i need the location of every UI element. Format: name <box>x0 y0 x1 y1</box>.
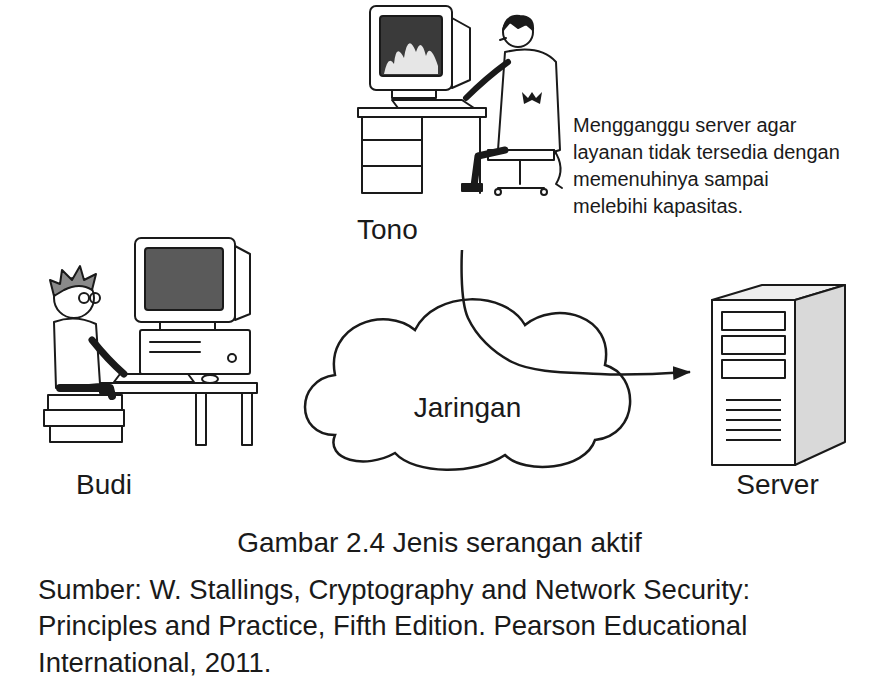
callout-note: Mengganggu server agar layanan tidak ter… <box>573 112 848 220</box>
shoe <box>462 184 482 191</box>
drive-slot <box>150 351 200 353</box>
desk-pedestal <box>362 117 422 193</box>
drive-bay <box>722 312 785 330</box>
computer-case <box>140 330 250 374</box>
screen-flames <box>384 43 438 74</box>
monitor-screen <box>145 248 223 310</box>
vent-line <box>726 419 781 421</box>
arm <box>92 340 124 374</box>
cloud-outline <box>295 285 640 475</box>
server-front <box>712 300 795 465</box>
monitor-side <box>235 246 250 320</box>
glasses <box>79 293 89 303</box>
monitor-case <box>135 238 235 322</box>
attacker-figure: Tono <box>355 0 565 250</box>
drawer-line <box>362 165 422 167</box>
monitor-screen <box>380 16 442 76</box>
bat-emblem <box>522 92 542 104</box>
figure-label: Tono <box>357 213 418 247</box>
vent-line <box>726 439 781 441</box>
monitor-side <box>452 18 470 88</box>
leg <box>60 388 112 396</box>
nose <box>500 38 506 40</box>
user-figure: Budi <box>20 235 255 505</box>
server-illustration <box>712 285 845 465</box>
desk-leg <box>242 393 252 445</box>
source-citation: Sumber: W. Stallings, Cryptography and N… <box>38 572 870 681</box>
leg <box>474 150 505 186</box>
figure-label: Server <box>736 468 818 502</box>
monitor-stand <box>160 322 215 330</box>
network-cloud: Jaringan <box>295 285 640 475</box>
attacker-illustration <box>358 6 562 195</box>
desk-top <box>358 108 486 117</box>
chair-caster <box>541 189 547 195</box>
figure-label: Budi <box>76 468 132 502</box>
desk-top <box>100 383 257 393</box>
mouse <box>202 375 218 383</box>
tail <box>554 150 562 188</box>
body <box>54 318 100 388</box>
book <box>50 426 122 442</box>
cloud-path <box>305 299 630 469</box>
chair-caster <box>495 189 501 195</box>
monitor-case <box>370 6 452 90</box>
book <box>44 410 124 426</box>
attack-arrow <box>462 250 690 374</box>
vent-line <box>726 399 781 401</box>
user-illustration <box>44 238 257 445</box>
power-button <box>228 354 236 362</box>
chair-base <box>498 187 544 189</box>
hair <box>50 266 96 296</box>
desk-leg <box>196 393 206 445</box>
vent-line <box>726 409 781 411</box>
cloud-label: Jaringan <box>414 391 521 425</box>
arm <box>466 62 508 98</box>
server-figure: Server <box>690 280 865 505</box>
label-slot: Mengganggu server agar layanan tidak ter… <box>573 112 848 220</box>
drive-bay <box>722 336 785 354</box>
drive-bay <box>722 360 785 378</box>
server-side <box>795 285 845 465</box>
glasses <box>90 293 100 303</box>
drawer-line <box>362 139 422 141</box>
hair <box>503 16 533 30</box>
chair-stem <box>519 160 521 184</box>
vent-line <box>726 429 781 431</box>
keyboard <box>392 100 474 108</box>
drive-slot <box>150 341 200 343</box>
caption-slot: Gambar 2.4 Jenis serangan aktif <box>0 526 879 560</box>
figure-caption: Gambar 2.4 Jenis serangan aktif <box>0 526 879 560</box>
label-slot: Sumber: W. Stallings, Cryptography and N… <box>38 572 870 681</box>
monitor-stand <box>392 90 436 98</box>
